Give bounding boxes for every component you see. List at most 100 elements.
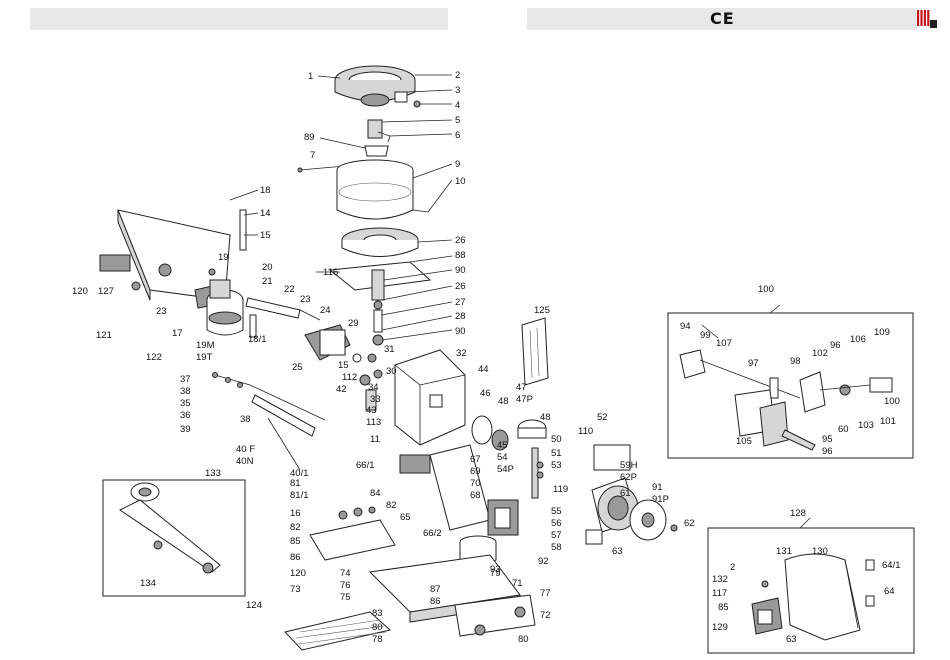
callout-96b: 96: [822, 446, 833, 457]
callout-61: 61: [620, 488, 631, 499]
callout-18-1: 18/1: [248, 334, 267, 345]
callout-23b: 23: [156, 306, 167, 317]
callout-131: 131: [776, 546, 792, 557]
callout-112: 112: [342, 372, 357, 383]
callout-67: 67: [470, 454, 481, 465]
callout-97: 97: [748, 358, 759, 369]
callout-69: 69: [470, 466, 481, 477]
callout-28: 28: [455, 311, 466, 322]
callout-36: 36: [180, 410, 191, 421]
callout-4: 4: [455, 100, 460, 111]
callout-40-1: 40/1: [290, 468, 309, 479]
callout-2b: 2: [730, 562, 735, 573]
callout-105: 105: [736, 436, 752, 447]
callout-119: 119: [553, 484, 568, 495]
callout-87: 87: [430, 584, 441, 595]
callout-109: 109: [874, 327, 890, 338]
callout-35: 35: [180, 398, 191, 409]
callout-121: 121: [96, 330, 112, 341]
callout-52: 52: [597, 412, 608, 423]
callout-54p: 54P: [497, 464, 514, 475]
callout-21: 21: [262, 276, 273, 287]
callout-19t: 19T: [196, 352, 213, 363]
callout-99: 99: [700, 330, 711, 341]
callout-48: 48: [498, 396, 509, 407]
callout-85b: 85: [718, 602, 729, 613]
linkage-arm: [212, 372, 326, 471]
callout-2: 2: [455, 70, 460, 81]
callout-10: 10: [455, 176, 466, 187]
callout-90b: 90: [455, 326, 466, 337]
callout-33: 33: [370, 394, 381, 405]
ce-mark: CE: [710, 9, 735, 28]
callout-88: 88: [455, 250, 466, 261]
motor-block: [304, 324, 377, 363]
callout-6: 6: [455, 130, 460, 141]
side-plate-125: [521, 317, 549, 386]
callout-62: 62: [684, 518, 695, 529]
callout-18: 18: [260, 185, 271, 196]
callout-31: 31: [384, 344, 395, 355]
header-bar-left: [30, 8, 448, 30]
callout-133: 133: [205, 468, 221, 479]
callout-86b: 86: [430, 596, 441, 607]
callout-60: 60: [838, 424, 849, 435]
callout-42: 42: [336, 384, 347, 395]
callout-91: 91: [652, 482, 663, 493]
callout-11: 11: [370, 434, 380, 445]
callout-46: 46: [480, 388, 491, 399]
callout-23a: 23: [300, 294, 311, 305]
callout-134: 134: [140, 578, 156, 589]
callout-122: 122: [146, 352, 162, 363]
detail-box-100-label: 100: [758, 284, 774, 295]
callout-47p: 47P: [516, 394, 533, 405]
callout-103: 103: [858, 420, 874, 431]
callout-34: 34: [368, 382, 379, 393]
callout-43: 43: [366, 405, 377, 416]
callout-76a: 76: [340, 580, 351, 591]
callout-82a: 82: [386, 500, 397, 511]
callout-1: 1: [308, 71, 313, 82]
control-board: [399, 444, 519, 565]
callout-20: 20: [262, 262, 273, 273]
callout-73: 73: [290, 584, 301, 595]
callout-15: 15: [260, 230, 271, 241]
callout-71: 71: [512, 578, 523, 589]
callout-80b: 80: [518, 634, 529, 645]
callout-94: 94: [680, 321, 691, 332]
callout-75: 75: [340, 592, 351, 603]
callout-90a: 90: [455, 265, 466, 276]
right-motor-unit: [585, 444, 678, 545]
callout-14: 14: [260, 208, 271, 219]
callout-64-1: 64/1: [882, 560, 901, 571]
callout-89: 89: [304, 132, 315, 143]
gear-cluster: [471, 415, 547, 499]
callout-93: 93: [490, 564, 501, 575]
callout-24: 24: [320, 305, 331, 316]
callout-66-2: 66/2: [423, 528, 442, 539]
callout-120a: 120: [72, 286, 88, 297]
header-bar-right: [527, 8, 917, 30]
callout-59h: 59H: [620, 460, 638, 471]
callout-70: 70: [470, 478, 481, 489]
callout-80a: 80: [372, 622, 383, 633]
detail-box-128: [707, 527, 915, 654]
callout-32: 32: [456, 348, 467, 359]
callout-47: 47: [516, 382, 527, 393]
callout-64: 64: [884, 586, 895, 597]
callout-110: 110: [578, 426, 593, 437]
callout-129: 129: [712, 622, 728, 633]
callout-15b: 15: [338, 360, 349, 371]
callout-7: 7: [310, 150, 315, 161]
callout-84: 84: [370, 488, 381, 499]
callout-9: 9: [455, 159, 460, 170]
callout-66-1: 66/1: [356, 460, 375, 471]
callout-38b: 38: [240, 414, 251, 425]
callout-106: 106: [850, 334, 866, 345]
callout-30: 30: [386, 366, 397, 377]
leader-lines: [229, 74, 811, 529]
callout-40f: 40 F: [236, 444, 255, 455]
callout-53: 53: [551, 460, 562, 471]
top-ring-assembly: [297, 65, 421, 173]
